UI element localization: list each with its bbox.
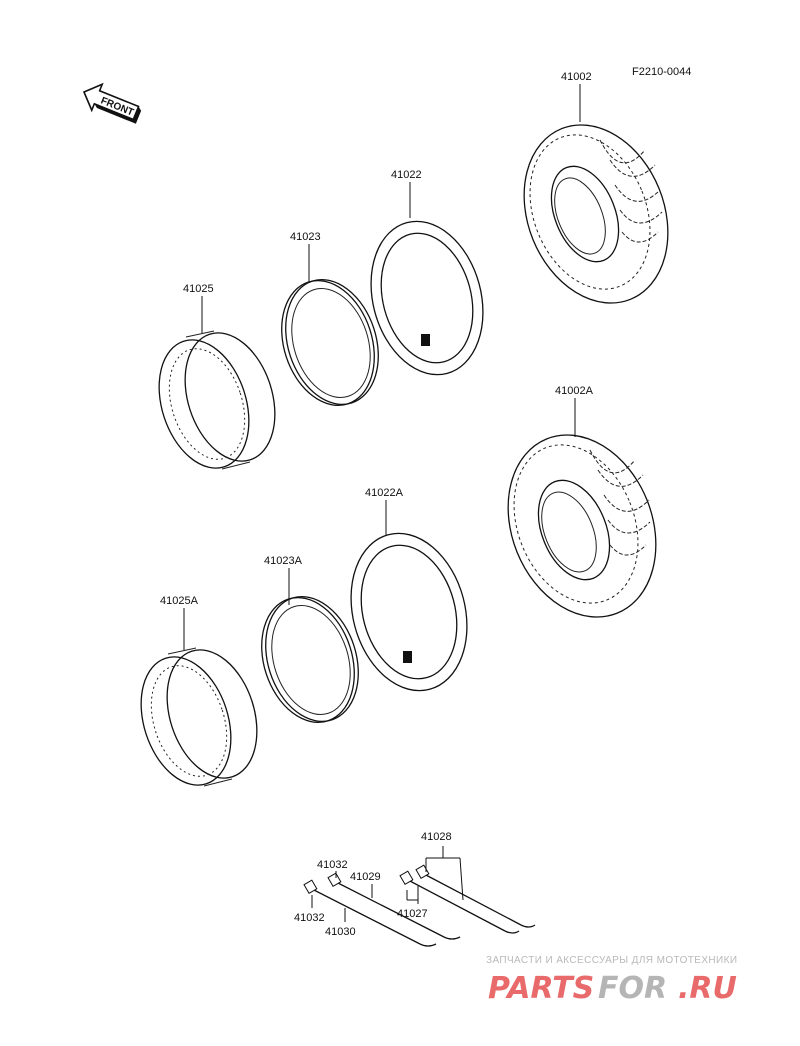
label-41023: 41023 [290,231,321,243]
label-41032-bottom: 41032 [294,912,325,924]
label-41025: 41025 [183,283,214,295]
rim-41025A[interactable] [126,638,273,796]
watermark-brand-ru: .RU [678,971,737,1006]
label-41032-top: 41032 [317,859,348,871]
label-41028: 41028 [421,831,452,843]
label-41027: 41027 [397,908,428,920]
diagram-code: F2210-0044 [632,66,691,78]
tire-41002[interactable] [498,103,693,325]
label-41022: 41022 [391,169,422,181]
spoke-41028-a[interactable] [399,870,520,934]
label-41030: 41030 [325,926,356,938]
label-41025A: 41025A [160,595,199,607]
valve-icon-a [403,651,412,663]
label-41023A: 41023A [264,555,303,567]
label-41002A: 41002A [555,385,594,397]
watermark-brand-parts: PARTS [488,971,594,1006]
label-41002: 41002 [561,71,592,83]
label-41022A: 41022A [365,487,404,499]
label-41029: 41029 [350,871,381,883]
tube-41022[interactable] [355,209,500,388]
watermark-tagline: ЗАПЧАСТИ И АКСЕССУАРЫ ДЛЯ МОТОТЕХНИКИ [486,955,737,966]
rim-band-41023A[interactable] [246,585,373,735]
tire-41002A[interactable] [482,413,682,640]
spoke-41029[interactable] [327,872,461,940]
spoke-41028-b[interactable] [415,864,536,928]
valve-icon [421,334,430,346]
rim-41025[interactable] [144,321,291,479]
spoke-41030[interactable] [303,879,437,947]
tube-41022A[interactable] [334,520,484,704]
watermark-brand-for: FOR [598,971,667,1006]
front-arrow-icon: FRONT [82,82,142,124]
rim-band-41023[interactable] [266,268,393,418]
watermark-logo: PARTS FOR .RU [488,971,737,1006]
leader-41028-right [459,857,464,901]
